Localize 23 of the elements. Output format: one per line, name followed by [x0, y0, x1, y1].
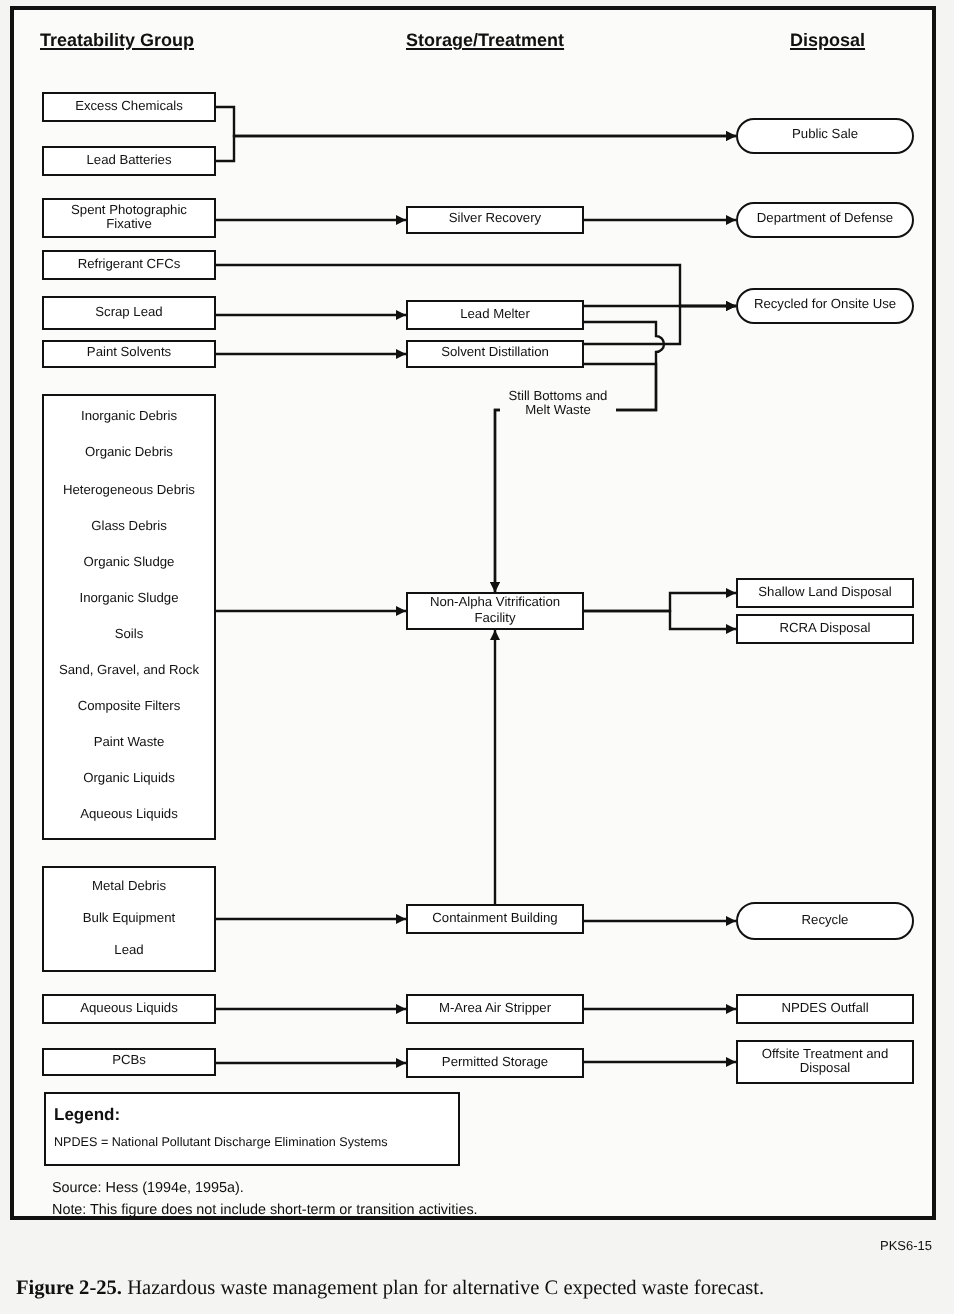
figure-caption: Figure 2-25. Hazardous waste management plan for alternative C expected waste forecast. — [16, 1278, 765, 1300]
connector-arrow — [582, 1004, 736, 1014]
connector-arrow — [214, 310, 406, 320]
connector-arrow — [582, 1057, 736, 1067]
group-box — [42, 394, 216, 840]
connector-arrow — [214, 215, 406, 225]
connector-arrow — [584, 609, 736, 634]
connector-arrow — [216, 131, 736, 163]
legend-heading: Legend: — [54, 1105, 121, 1125]
connector-arrow — [214, 349, 406, 359]
connector-arrow — [582, 916, 736, 926]
connector-arrow — [582, 215, 736, 225]
connector-arrow — [214, 1004, 406, 1014]
column-heading: Storage/Treatment — [406, 30, 565, 50]
column-heading: Treatability Group — [40, 30, 195, 50]
group-box — [42, 866, 216, 972]
connector-arrow — [214, 914, 406, 924]
connector-arrow — [214, 1058, 406, 1068]
connector-arrow — [584, 301, 736, 346]
connector-arrow — [490, 630, 500, 906]
column-heading: Disposal — [790, 30, 866, 50]
connector-arrow — [214, 606, 406, 616]
legend-box — [44, 1092, 460, 1166]
